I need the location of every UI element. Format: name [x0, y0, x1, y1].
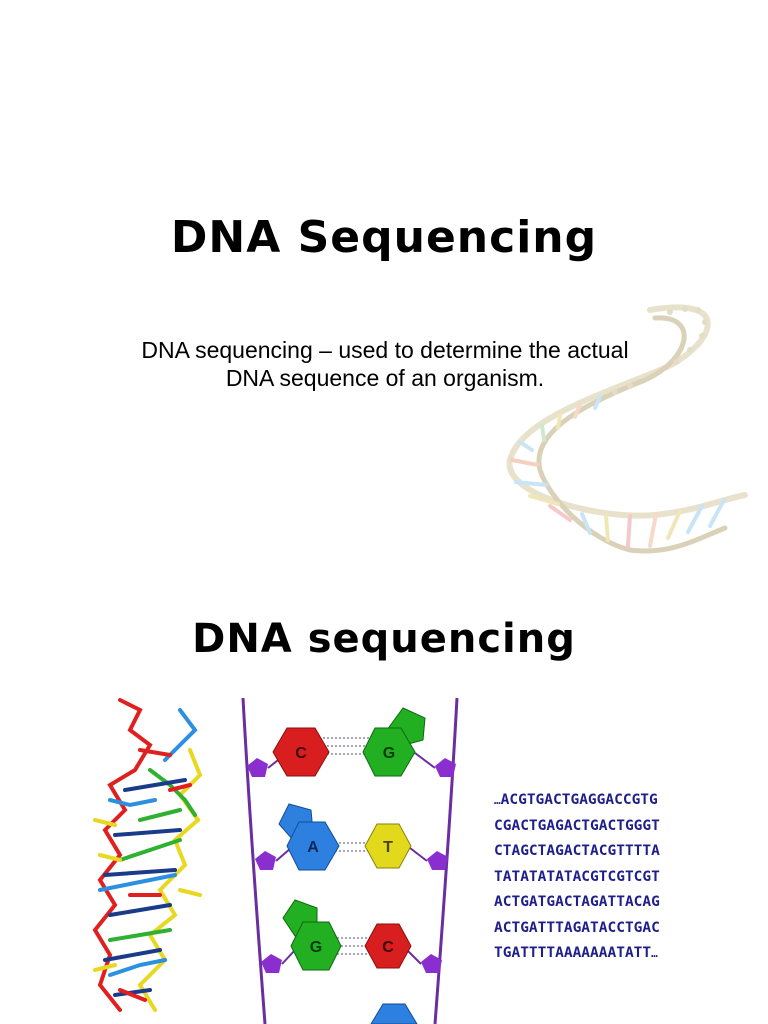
sequence-line-6: ACTGATTTAGATACCTGAC	[494, 919, 660, 936]
base-t-shape	[364, 823, 412, 869]
slide-1-title: DNA Sequencing	[170, 212, 598, 263]
dna-helix-illustration	[506, 304, 748, 554]
helix-rungs	[510, 395, 726, 548]
dna-3d-model-illustration	[92, 698, 203, 1012]
slide-2: DNA sequencing	[0, 590, 768, 1024]
base-c-shape	[272, 727, 330, 777]
base-pair-ladder-illustration: C G A T G C	[241, 698, 459, 1024]
ladder-backbone-right	[433, 698, 459, 1024]
sequence-suffix: …	[651, 947, 658, 960]
helix-strand-2	[536, 315, 728, 554]
model-yellow-bits	[93, 818, 202, 972]
sequence-line-5: ACTGATGACTAGATTACAG	[494, 894, 660, 910]
base-label-a: A	[307, 839, 319, 856]
dna-sequence-text: …ACGTGACTGAGGACCGTG CGACTGAGACTGACTGGGT …	[494, 788, 660, 967]
model-backbone-blue	[98, 708, 198, 977]
base-g2-shape	[290, 921, 342, 971]
helix-tail-dots	[612, 306, 708, 395]
base-g-shape	[362, 727, 416, 777]
model-backbone-red	[92, 698, 153, 1012]
model-red-bits	[118, 748, 192, 1002]
model-backbone-green	[108, 768, 197, 942]
base-partial-bottom	[370, 1003, 418, 1024]
base-pair-2: A T	[278, 803, 412, 871]
base-label-c: C	[295, 745, 307, 762]
phosphate-groups	[247, 758, 456, 973]
base-label-g: G	[383, 745, 395, 762]
base-label-t: T	[383, 839, 393, 856]
base-pair-1: C G	[272, 707, 426, 777]
base-label-g-2: G	[310, 939, 322, 956]
sequence-line-2: CGACTGAGACTGACTGGGT	[494, 817, 660, 834]
sequence-line-4: TATATATATACGTCGTCGT	[494, 868, 660, 885]
subtitle-line-1: DNA sequencing – used to determine the a…	[141, 337, 629, 363]
base-c2-shape	[364, 923, 412, 969]
ladder-backbone-left	[241, 698, 267, 1024]
base-pair-3: G C	[282, 899, 412, 971]
slide-1: DNA Sequencing DNA sequencing – used to …	[90, 212, 748, 554]
base-label-c-2: C	[382, 939, 394, 956]
slide-2-title: DNA sequencing	[192, 616, 576, 662]
sugar-links	[267, 752, 436, 965]
model-rungs	[103, 778, 187, 997]
base-a-shape	[286, 821, 340, 871]
slide-1-subtitle: DNA sequencing – used to determine the a…	[90, 336, 680, 392]
sequence-line-7: TGATTTTAAAAAAATATT…	[494, 945, 658, 961]
sequence-line-1: …ACGTGACTGAGGACCGTG	[494, 792, 658, 808]
subtitle-line-2: DNA sequence of an organism.	[225, 365, 545, 391]
sequence-prefix: …	[494, 794, 501, 807]
sequence-line-3: CTAGCTAGACTACGTTTTA	[494, 843, 660, 859]
